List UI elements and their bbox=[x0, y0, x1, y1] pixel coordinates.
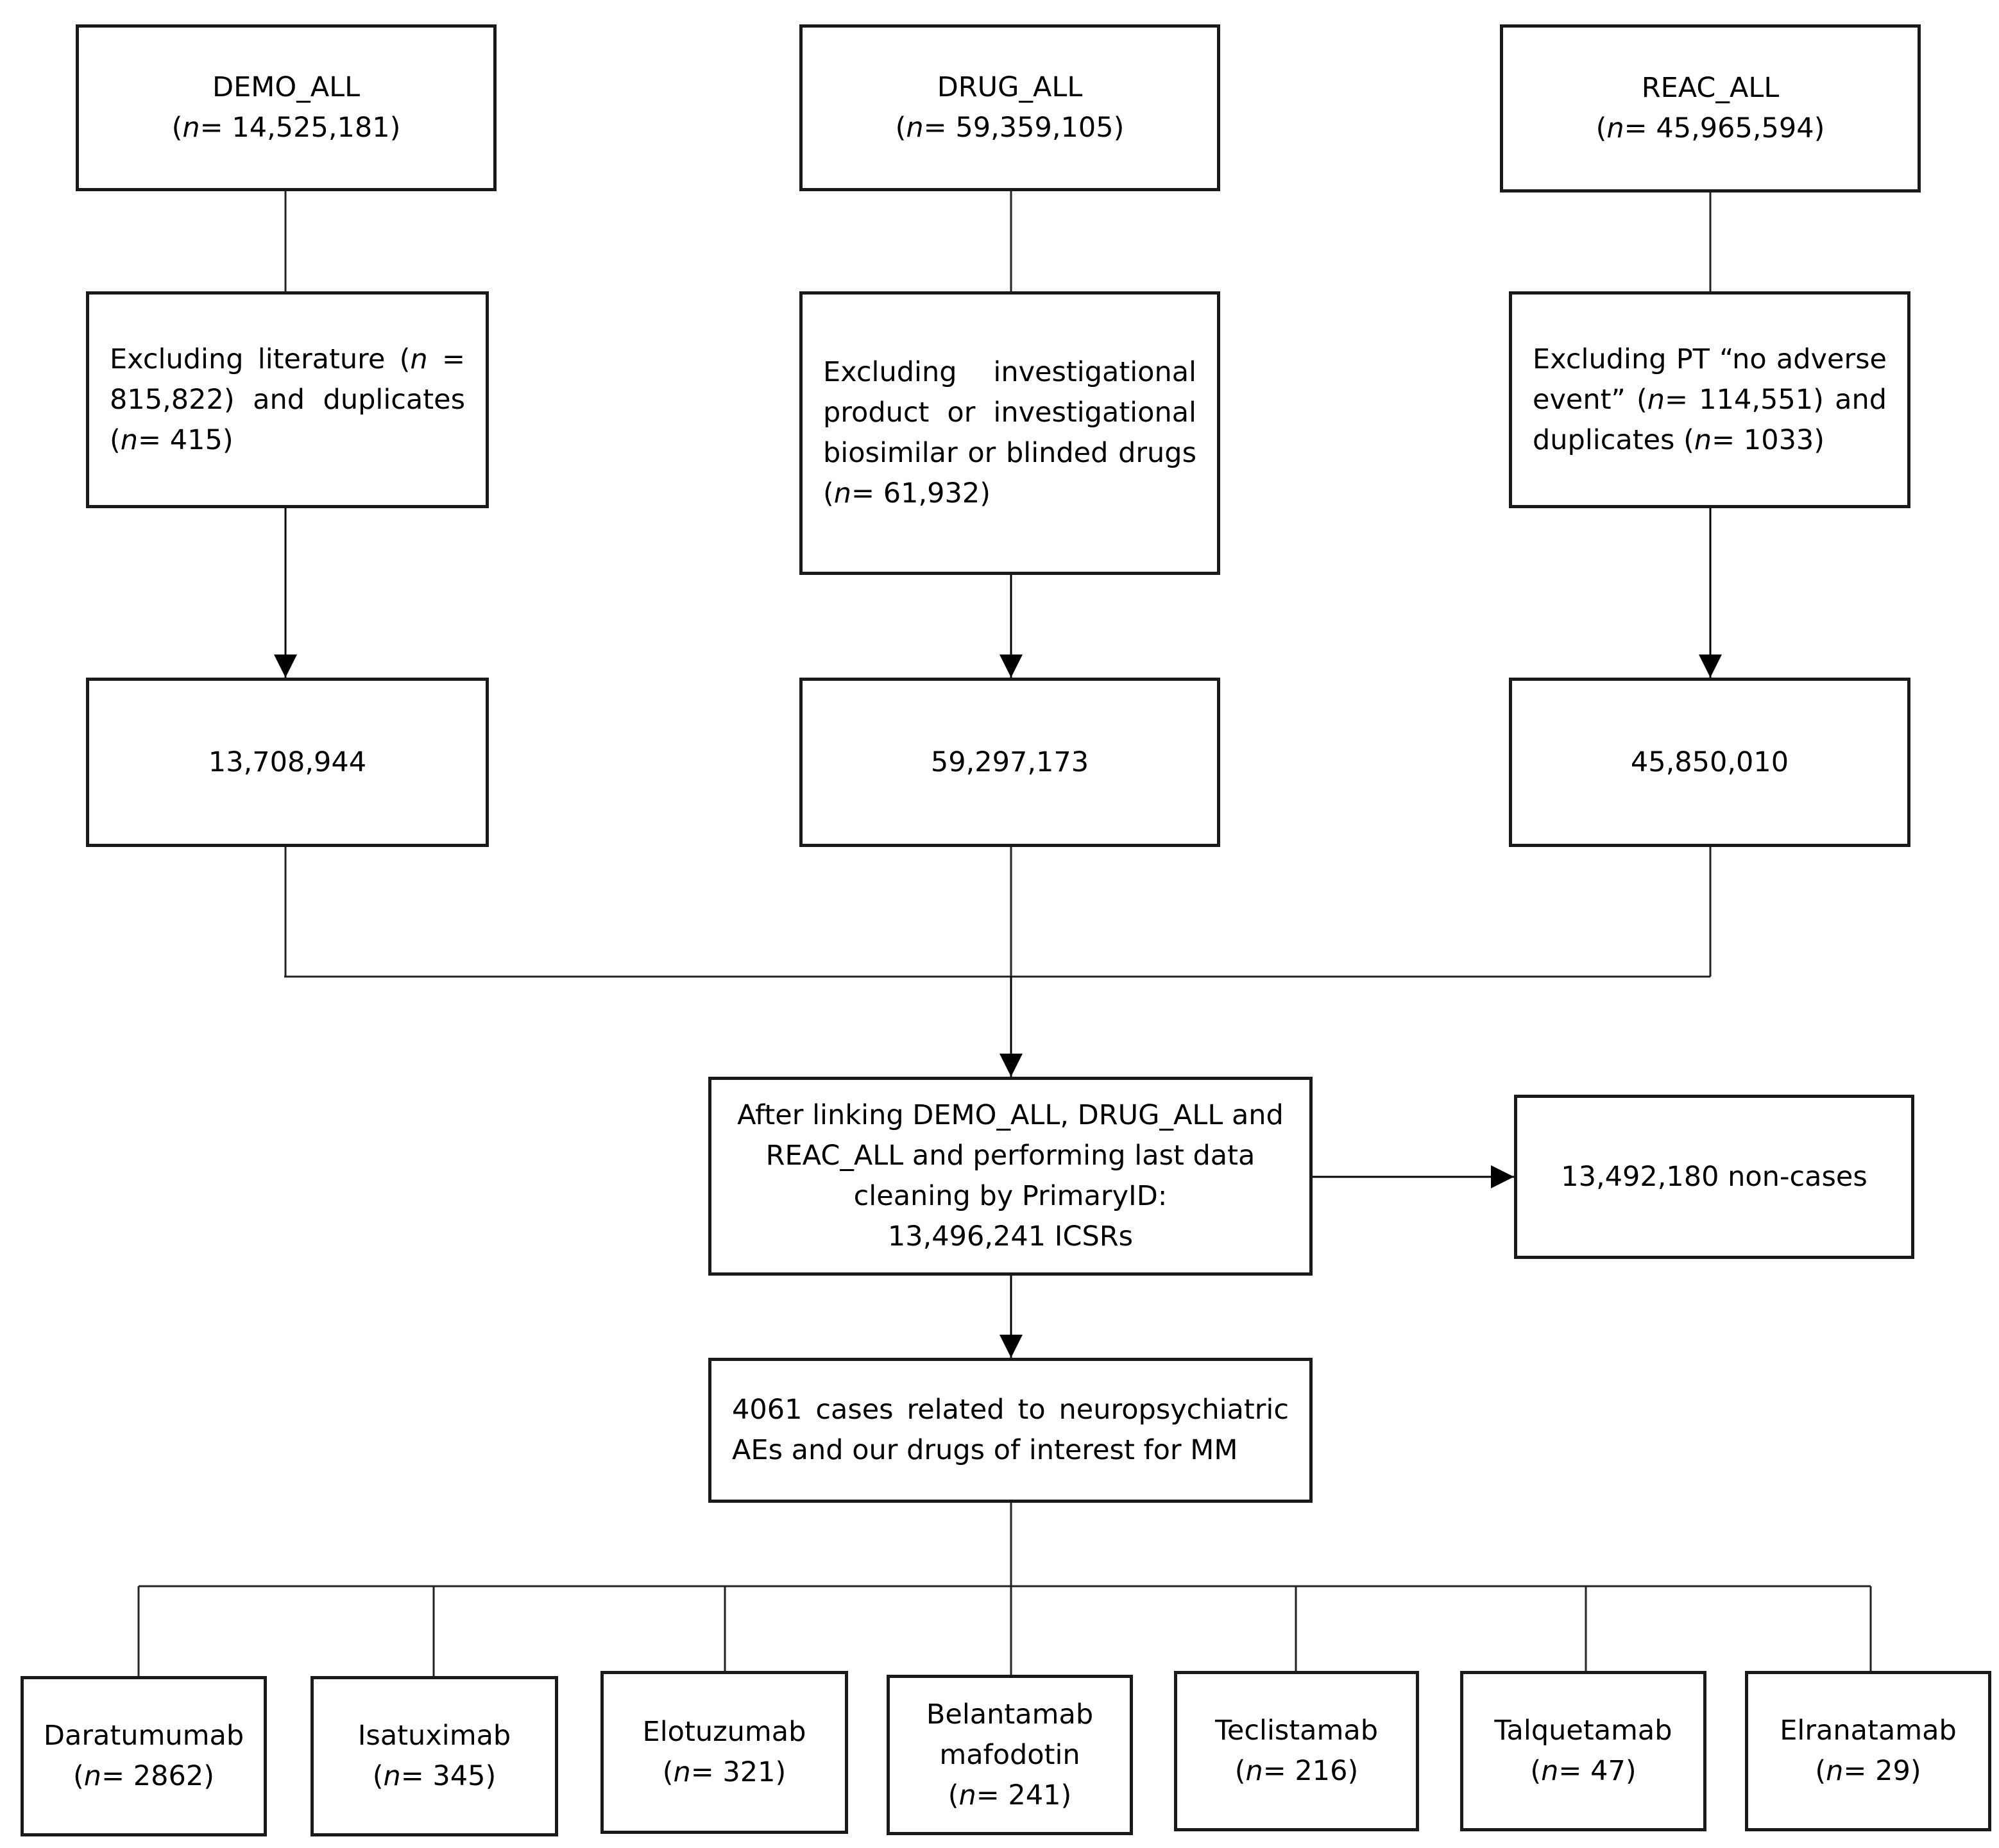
linked-icsrs-box: After linking DEMO_ALL, DRUG_ALL and REA… bbox=[708, 1077, 1313, 1276]
cases-text: 4061 cases related to neuropsychiatric A… bbox=[732, 1394, 1289, 1466]
linked-line-1: After linking DEMO_ALL, DRUG_ALL and bbox=[737, 1099, 1284, 1131]
belantamab-box: Belantamab mafodotin (n= 241) bbox=[887, 1675, 1133, 1835]
isatuximab-count: (n= 345) bbox=[372, 1760, 497, 1792]
drug-exclusion-box: Excluding investigational product or inv… bbox=[799, 291, 1220, 575]
reac-remaining-count: 45,850,010 bbox=[1630, 746, 1789, 778]
demo-all-title: DEMO_ALL bbox=[212, 71, 361, 103]
drug-remaining-box: 59,297,173 bbox=[799, 678, 1220, 847]
isatuximab-box: Isatuximab (n= 345) bbox=[310, 1676, 558, 1836]
demo-remaining-count: 13,708,944 bbox=[208, 746, 367, 778]
reac-all-title: REAC_ALL bbox=[1641, 72, 1780, 104]
belantamab-name-line-2: mafodotin bbox=[939, 1738, 1080, 1771]
talquetamab-box: Talquetamab (n= 47) bbox=[1460, 1671, 1706, 1831]
teclistamab-name: Teclistamab bbox=[1214, 1715, 1379, 1747]
daratumumab-name: Daratumumab bbox=[43, 1720, 244, 1752]
linked-line-2: REAC_ALL and performing last data bbox=[765, 1140, 1255, 1172]
linked-line-3: cleaning by PrimaryID: bbox=[853, 1180, 1168, 1212]
elotuzumab-name: Elotuzumab bbox=[642, 1716, 806, 1748]
drug-all-box: DRUG_ALL (n= 59,359,105) bbox=[799, 24, 1220, 191]
demo-remaining-box: 13,708,944 bbox=[86, 678, 489, 847]
drug-all-title: DRUG_ALL bbox=[937, 71, 1083, 103]
noncases-box: 13,492,180 non-cases bbox=[1514, 1095, 1914, 1259]
belantamab-name-line-1: Belantamab bbox=[926, 1698, 1094, 1731]
talquetamab-count: (n= 47) bbox=[1530, 1755, 1637, 1787]
drug-remaining-count: 59,297,173 bbox=[930, 746, 1089, 778]
isatuximab-name: Isatuximab bbox=[357, 1720, 511, 1752]
reac-exclusion-box: Excluding PT “no adverse event” (n= 114,… bbox=[1509, 291, 1910, 508]
reac-remaining-box: 45,850,010 bbox=[1509, 678, 1910, 847]
elranatamab-box: Elranatamab (n= 29) bbox=[1745, 1671, 1991, 1831]
demo-exclusion-text: Excluding literature (n = 815,822) and d… bbox=[110, 343, 465, 456]
reac-all-count: (n= 45,965,594) bbox=[1595, 112, 1825, 144]
elotuzumab-box: Elotuzumab (n= 321) bbox=[600, 1671, 848, 1834]
daratumumab-box: Daratumumab (n= 2862) bbox=[21, 1676, 267, 1836]
elranatamab-name: Elranatamab bbox=[1780, 1715, 1957, 1747]
daratumumab-count: (n= 2862) bbox=[73, 1760, 214, 1792]
noncases-count: 13,492,180 non-cases bbox=[1561, 1160, 1867, 1193]
drug-all-count: (n= 59,359,105) bbox=[895, 112, 1125, 144]
drug-exclusion-text: Excluding investigational product or inv… bbox=[823, 356, 1196, 509]
elotuzumab-count: (n= 321) bbox=[662, 1756, 787, 1788]
reac-all-box: REAC_ALL (n= 45,965,594) bbox=[1500, 24, 1921, 193]
teclistamab-box: Teclistamab (n= 216) bbox=[1174, 1671, 1419, 1831]
talquetamab-name: Talquetamab bbox=[1494, 1715, 1672, 1747]
reac-exclusion-text: Excluding PT “no adverse event” (n= 114,… bbox=[1533, 343, 1887, 456]
cases-box: 4061 cases related to neuropsychiatric A… bbox=[708, 1358, 1313, 1503]
demo-exclusion-box: Excluding literature (n = 815,822) and d… bbox=[86, 291, 489, 508]
belantamab-count: (n= 241) bbox=[948, 1779, 1072, 1811]
linked-line-4: 13,496,241 ICSRs bbox=[887, 1220, 1134, 1253]
teclistamab-count: (n= 216) bbox=[1234, 1755, 1359, 1787]
elranatamab-count: (n= 29) bbox=[1815, 1755, 1921, 1787]
demo-all-box: DEMO_ALL (n= 14,525,181) bbox=[76, 24, 497, 191]
demo-all-count: (n= 14,525,181) bbox=[171, 112, 401, 144]
